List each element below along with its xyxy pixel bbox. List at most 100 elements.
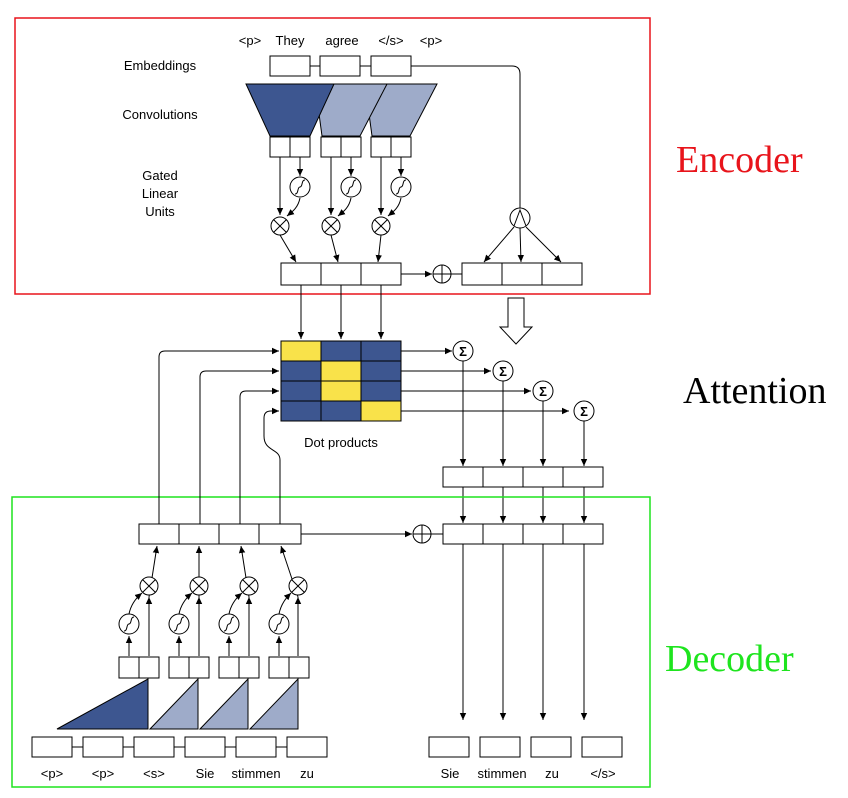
- encoder-token: agree: [325, 33, 358, 48]
- encoder-glu-units: [276, 157, 405, 217]
- conv-output-cell: [390, 136, 412, 158]
- combined-cell: [522, 523, 564, 545]
- matrix-cell: [360, 380, 402, 402]
- decoder-input-token: Sie: [196, 766, 215, 781]
- encoder-convolutions: [245, 83, 438, 137]
- combined-cell: [482, 523, 524, 545]
- decoder-input-token: <p>: [41, 766, 63, 781]
- attention-title: Attention: [683, 370, 827, 412]
- embedding-sum-cell: [541, 262, 583, 286]
- encoder-output-row: [280, 262, 402, 286]
- context-cell: [482, 466, 524, 488]
- encoder-embedding-row: [269, 55, 521, 208]
- conv-filter-light: [364, 83, 438, 137]
- encoder-output-cell: [320, 262, 362, 286]
- sigmoid-icon: [390, 176, 412, 198]
- circle-times-icon: [288, 576, 308, 596]
- conv-filter-dark: [245, 83, 335, 137]
- decoder-input-cell: [31, 736, 73, 758]
- conv-filter-light: [314, 83, 388, 137]
- decoder-combined-row: [442, 523, 604, 545]
- decoder-input-cell: [133, 736, 175, 758]
- context-cell: [442, 466, 484, 488]
- circle-times-icon: [189, 576, 209, 596]
- matrix-cell: [360, 340, 402, 362]
- sigma-icon: Σ: [452, 340, 474, 362]
- circle-times-icon: [270, 216, 290, 236]
- caret-in-circle-icon: [509, 207, 531, 229]
- decoder-hidden-row: [138, 523, 302, 545]
- embedding-sum-cell: [501, 262, 543, 286]
- conv-output-cell: [320, 136, 342, 158]
- matrix-cell: [280, 360, 322, 382]
- matrix-cell: [320, 340, 362, 362]
- convolutions-label: Convolutions: [122, 107, 198, 122]
- conv-filter-light: [148, 677, 199, 730]
- combined-cell: [442, 523, 484, 545]
- dot-products-label: Dot products: [304, 435, 378, 450]
- decoder-convolutions: [56, 677, 299, 730]
- decoder-title: Decoder: [665, 638, 794, 680]
- context-cell: [522, 466, 564, 488]
- decoder-output-row: [428, 736, 623, 758]
- conv-output-cell: [288, 656, 310, 679]
- embedding-cell: [319, 55, 361, 77]
- embedding-cell: [370, 55, 412, 77]
- matrix-cell: [360, 360, 402, 382]
- conv-output-cell: [218, 656, 240, 679]
- encoder-output-cell: [280, 262, 322, 286]
- decoder-input-cell: [286, 736, 328, 758]
- decoder-output-token: Sie: [441, 766, 460, 781]
- matrix-cell: [280, 400, 322, 422]
- circle-times-icon: [321, 216, 341, 236]
- svg-text:Σ: Σ: [499, 364, 507, 379]
- glu-label-line: Gated: [142, 168, 177, 183]
- glu-label-line: Linear: [142, 186, 179, 201]
- encoder-token: They: [276, 33, 305, 48]
- decoder-output-cell: [581, 736, 623, 758]
- decoder-output-cell: [428, 736, 470, 758]
- matrix-cell: [320, 400, 362, 422]
- embeddings-label: Embeddings: [124, 58, 197, 73]
- sigma-icon: Σ: [532, 380, 554, 402]
- circle-times-icon: [371, 216, 391, 236]
- combined-cell: [562, 523, 604, 545]
- conv-output-cell: [168, 656, 190, 679]
- decoder-output-cell: [530, 736, 572, 758]
- conv-filter-light: [198, 677, 249, 730]
- sigmoid-icon: [168, 613, 190, 635]
- encoder-title: Encoder: [676, 139, 803, 181]
- svg-text:Σ: Σ: [580, 404, 588, 419]
- encoder-embedding-sum-row: [461, 262, 583, 286]
- decoder-input-row: [31, 736, 328, 758]
- conv-output-cell: [268, 656, 290, 679]
- decoder-input-tokens: <p> <p> <s> Sie stimmen zu: [41, 766, 314, 781]
- conv-output-cell: [340, 136, 362, 158]
- decoder-hidden-cell: [178, 523, 220, 545]
- matrix-cell: [280, 340, 322, 362]
- conv-output-cell: [118, 656, 140, 679]
- encoder-frame: [14, 17, 651, 295]
- encoder-output-cell: [360, 262, 402, 286]
- decoder-frame: [11, 496, 651, 788]
- conv-filter-light: [248, 677, 299, 730]
- context-row: [442, 466, 604, 488]
- embedding-cell: [269, 55, 311, 77]
- circle-plus-icon: [412, 524, 432, 544]
- conv-output-cell: [289, 136, 311, 158]
- sigma-icon: Σ: [492, 360, 514, 382]
- circle-times-icon: [139, 576, 159, 596]
- decoder-output-cell: [479, 736, 521, 758]
- decoder-input-cell: [82, 736, 124, 758]
- svg-text:Σ: Σ: [539, 384, 547, 399]
- matrix-cell: [320, 360, 362, 382]
- matrix-cell: [320, 380, 362, 402]
- decoder-output-token: stimmen: [477, 766, 526, 781]
- conv-output-cell: [138, 656, 160, 679]
- attention-matrix: [280, 340, 402, 422]
- conv-output-cell: [269, 136, 291, 158]
- svg-text:Σ: Σ: [459, 344, 467, 359]
- sigmoid-icon: [268, 613, 290, 635]
- decoder-input-cell: [235, 736, 277, 758]
